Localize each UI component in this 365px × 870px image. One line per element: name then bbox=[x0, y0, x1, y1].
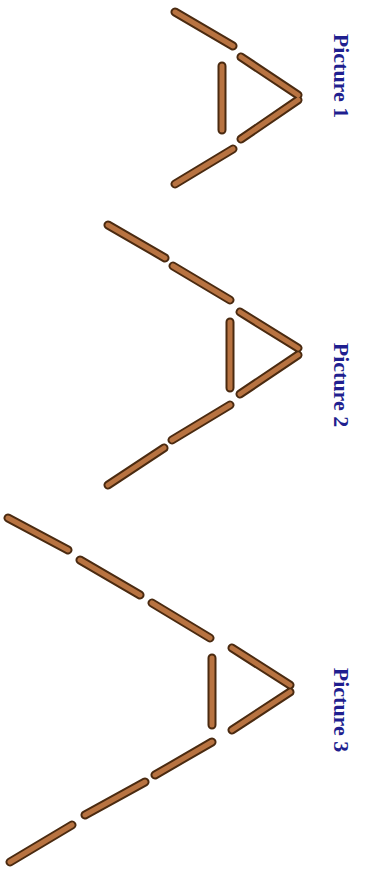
matchsticks bbox=[8, 12, 298, 862]
picture-label: Picture 1 bbox=[328, 34, 354, 119]
matchstick-outline bbox=[8, 12, 298, 862]
picture-label: Picture 3 bbox=[328, 668, 354, 753]
picture-label: Picture 2 bbox=[328, 343, 354, 428]
matchstick-body bbox=[8, 12, 298, 862]
